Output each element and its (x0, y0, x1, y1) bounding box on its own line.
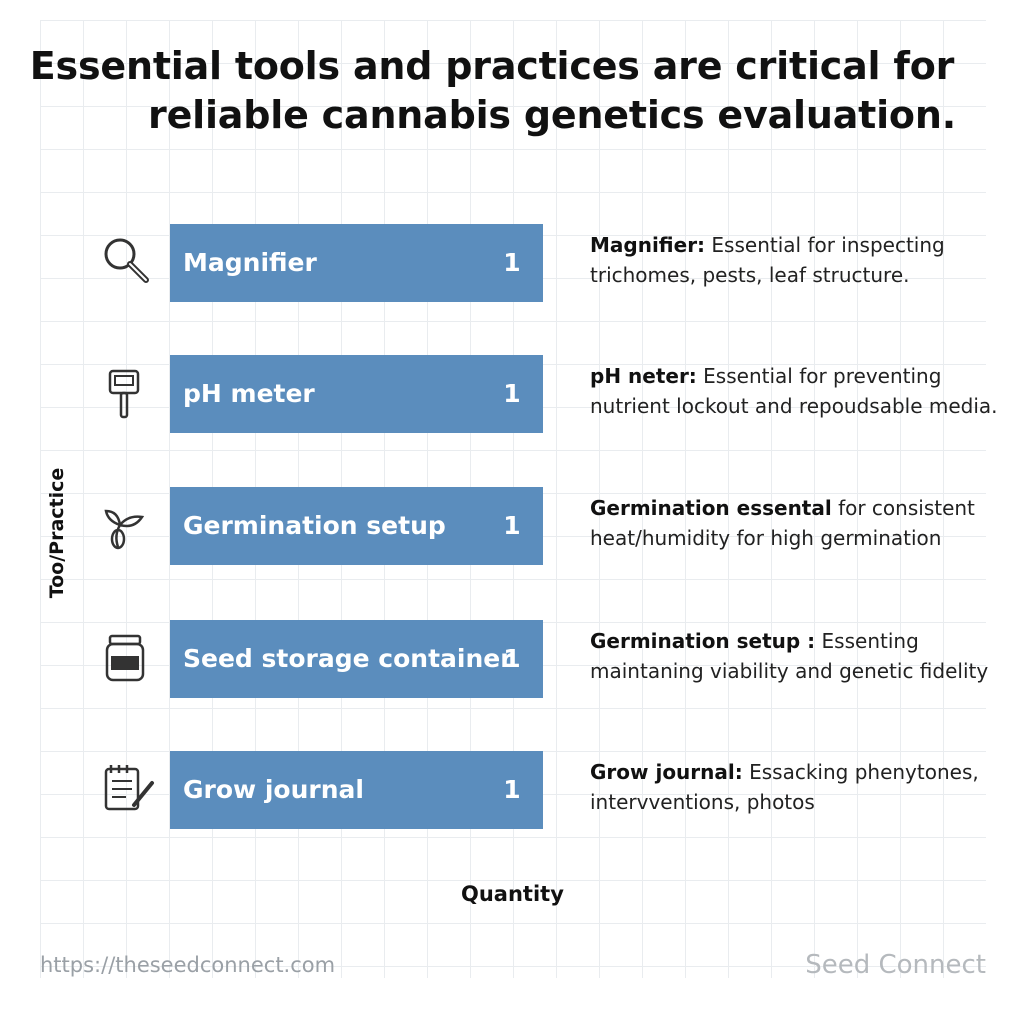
bar-value-label: 1 (503, 775, 521, 804)
annotation-text: Essacking phenytones, intervventions, ph… (590, 760, 979, 814)
watermark: Seed Connect (805, 950, 986, 980)
chart-row: Germination setup 1 Germination essental… (0, 487, 1024, 567)
annotation: Grow journal: Essacking phenytones, inte… (590, 757, 1015, 817)
title-line-1: Essential tools and practices are critic… (29, 44, 955, 88)
bar (170, 355, 543, 433)
bar-value-label: 1 (503, 379, 521, 408)
annotation-title: Magnifier: (590, 233, 706, 257)
magnifier-icon (104, 238, 149, 283)
source-url: https://theseedconnect.com (40, 953, 336, 977)
ph-meter-icon (108, 369, 140, 419)
annotation-title: Grow journal: (590, 760, 743, 784)
bar-value-label: 1 (503, 511, 521, 540)
chart-row: Seed storage container 1 Germination set… (0, 620, 1024, 700)
journal-icon (104, 765, 154, 811)
bar-value-label: 1 (503, 644, 521, 673)
title-line-2: reliable cannabis genetics evaluation. (148, 93, 956, 137)
bar-label: Seed storage container (183, 644, 513, 673)
bar-label: Germination setup (183, 511, 446, 540)
bar-label: Magnifier (183, 248, 317, 277)
annotation-title: Germination setup : (590, 629, 816, 653)
bar (170, 224, 543, 302)
bar (170, 487, 543, 565)
annotation: pH neter: Essential for preventing nutri… (590, 361, 1015, 421)
x-axis-label: Quantity (461, 882, 564, 906)
chart-row: Grow journal 1 Grow journal: Essacking p… (0, 751, 1024, 831)
annotation-title: Germination essental (590, 496, 832, 520)
annotation-text: for consistent heat/humidity for high ge… (590, 496, 975, 550)
annotation-text: Essential for inspecting trichomes, pest… (590, 233, 945, 287)
annotation: Germination setup : Essenting maintaning… (590, 626, 1015, 686)
annotation-text: Essenting maintaning viability and genet… (590, 629, 989, 683)
sprout-icon (104, 509, 145, 550)
bar-label: pH meter (183, 379, 315, 408)
bar (170, 751, 543, 829)
chart-row: pH meter 1 pH neter: Essential for preve… (0, 355, 1024, 435)
jar-icon (105, 634, 145, 682)
annotation: Germination essental for consistent heat… (590, 493, 1015, 553)
annotation-title: pH neter: (590, 364, 697, 388)
chart-title: Essential tools and practices are critic… (20, 42, 1004, 140)
chart-row: Magnifier 1 Magnifier: Essential for ins… (0, 224, 1024, 304)
annotation-text: Essential for preventing nutrient lockou… (590, 364, 998, 418)
bar-value-label: 1 (503, 248, 521, 277)
bar (170, 620, 543, 698)
annotation: Magnifier: Essential for inspecting tric… (590, 230, 1015, 290)
bar-label: Grow journal (183, 775, 364, 804)
